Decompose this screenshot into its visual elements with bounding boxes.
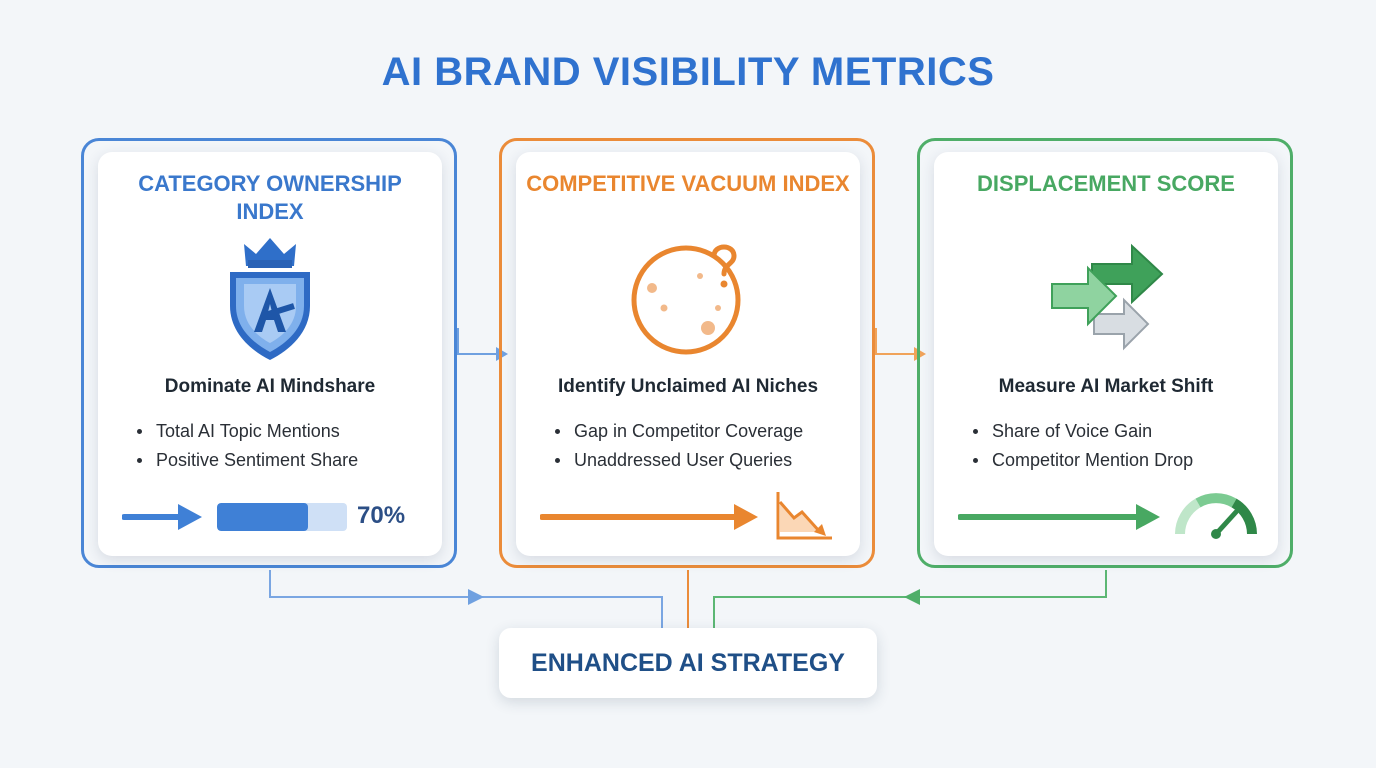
progress-label: 70% [357,502,406,529]
diagram-title: AI BRAND VISIBILITY METRICS [381,50,995,94]
bullet-item: Share of Voice Gain [970,417,1193,446]
connector-1-to-2 [457,328,498,355]
card-subtitle: Measure AI Market Shift [998,376,1214,397]
crown-shield-icon [230,238,310,360]
gauge-icon [1175,493,1257,539]
card-category-ownership: CATEGORY OWNERSHIP INDEX Dominate AI Min… [98,152,442,556]
bullet-item: Unaddressed User Queries [552,446,803,475]
bullet-list: Share of Voice Gain Competitor Mention D… [970,417,1193,475]
connector-2-to-3 [875,328,916,355]
question-circle-icon [631,244,741,355]
progress-bar [217,503,347,531]
bullet-list: Gap in Competitor Coverage Unaddressed U… [552,417,803,475]
arrowhead-1-to-result [468,589,484,605]
card-title: COMPETITIVE VACUUM INDEX [526,171,850,196]
card-frame-displacement [917,138,1293,568]
displacement-arrows-icon [1051,243,1164,351]
result-box: ENHANCED AI STRATEGY [499,628,877,698]
right-arrow-icon [122,504,202,530]
card-competitive-vacuum: COMPETITIVE VACUUM INDEX Identify Unclai… [516,152,860,556]
arrowhead-3-to-result [904,589,920,605]
bullet-item: Total AI Topic Mentions [134,417,358,446]
card-displacement: DISPLACEMENT SCORE Measure AI Market Shi… [934,152,1278,556]
card-frame-competitive-vacuum [499,138,875,568]
right-arrow-icon [540,504,758,530]
bullet-item: Competitor Mention Drop [970,446,1193,475]
card-subtitle: Dominate AI Mindshare [164,376,376,397]
bullet-item: Positive Sentiment Share [134,446,358,475]
card-title: CATEGORY OWNERSHIP INDEX [138,171,402,224]
downtrend-chart-icon [776,492,832,540]
card-subtitle: Identify Unclaimed AI Niches [557,376,819,397]
bullet-item: Gap in Competitor Coverage [552,417,803,446]
card-frame-category-ownership [81,138,457,568]
bullet-list: Total AI Topic Mentions Positive Sentime… [134,417,358,475]
connector-1-to-result [269,570,663,628]
card-title: DISPLACEMENT SCORE [977,171,1235,196]
right-arrow-icon [958,504,1160,530]
progress-bar-fill [217,503,308,531]
